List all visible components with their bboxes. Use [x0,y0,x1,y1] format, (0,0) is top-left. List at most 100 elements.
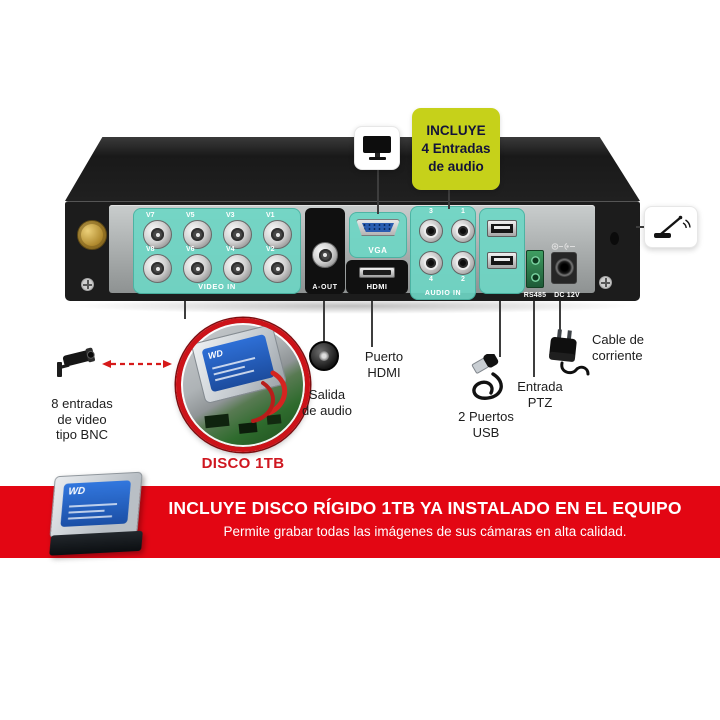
hdd-product-image: WD [45,469,152,576]
monitor-callout [354,126,400,170]
rca-audio-connector [419,219,443,243]
dvr-rear-panel: V7 V5 V3 V1 V8 V6 V4 V2 VIDEO IN A-OUT V… [65,201,640,301]
bnc-label-line2: de video [57,411,107,427]
audio-callout-line [448,190,450,209]
bnc-port-label: V4 [226,246,235,253]
power-polarity-icon [551,243,575,250]
vga-callout-line [377,170,379,214]
bnc-connector: V8 [143,246,172,283]
usb-label-line2: USB [472,424,500,440]
usb-cable-icon [471,354,503,400]
hdd-zoom-callout: WD [176,318,310,452]
dashed-arrow-icon [102,360,172,368]
antenna-icon [654,215,691,238]
hdd-sticker-line [68,509,105,514]
bnc-connector: V7 [143,212,172,249]
video-in-section: V7 V5 V3 V1 V8 V6 V4 V2 VIDEO IN [133,208,301,294]
ground-screw-icon [599,276,612,289]
audio-inputs-callout: INCLUYE 4 Entradas de audio [412,108,500,190]
bnc-port-label: V6 [186,246,195,253]
bnc-connector: V4 [223,246,252,283]
rca-audio-connector [451,251,475,275]
ptz-label-line2: PTZ [527,394,553,410]
cable-label-line1: Cable de [592,332,645,347]
vga-pins [362,223,394,232]
bnc-connector: V3 [223,212,252,249]
cable-label-line2: corriente [592,347,643,363]
audio-port-number: 2 [461,276,465,283]
bnc-label-line1: 8 entradas [51,396,113,411]
rs485-label: RS485 [523,292,547,299]
usb-port [487,220,517,237]
dvr-top-cover [65,137,640,201]
audio-port-number: 4 [429,276,433,283]
rca-audio-connector [419,251,443,275]
bnc-connector: V5 [183,212,212,249]
audio-callout-line2: 4 Entradas [421,141,491,156]
banner-subtitle: Permite grabar todas las imágenes de sus… [223,524,627,539]
hdmi-section: HDMI [346,260,408,294]
rca-audio-connector [451,219,475,243]
power-adapter-icon [549,329,590,376]
bnc-video-label: 8 entradas de video tipo BNC [30,396,134,443]
usb-callout-line [499,301,501,357]
monitor-screen [363,136,391,153]
brand-badge [77,220,107,250]
usb-label-line1: 2 Puertos [458,409,514,424]
puerto-hdmi-label: Puerto HDMI [352,349,416,380]
hdd-top-cover: WD [49,471,143,539]
salida-line1: Salida [308,387,346,402]
bnc-port-label: V5 [186,212,195,219]
video-in-label: VIDEO IN [198,282,236,291]
hdmi-port [359,267,395,278]
audio-in-label: AUDIO IN [424,290,462,297]
salida-line2: de audio [302,402,352,418]
cable-corriente-label: Cable de corriente [592,332,672,363]
bnc-port-label: V2 [266,246,275,253]
audio-port-number: 1 [461,208,465,215]
bnc-connector: V1 [263,212,292,249]
usb-section [479,208,525,294]
bnc-port-label: V3 [226,212,235,219]
ptz-label-line1: Entrada [517,379,563,394]
hdmi-callout-line [371,301,373,347]
audio-callout-line1: INCLUYE [426,123,486,138]
disco-1tb-label: DISCO 1TB [201,455,285,472]
audio-in-section: 3 1 4 2 AUDIO IN [410,206,476,300]
audio-out-label: A-OUT [312,284,338,291]
hdd-sticker-line [67,515,113,520]
hdmi-callout-line2: HDMI [367,364,401,380]
hdmi-callout-line1: Puerto [364,349,404,364]
monitor-base [368,157,386,160]
audio-out-callout-line [323,301,325,343]
hdd-brand-logo: WD [67,485,86,498]
device-shadow [70,298,635,314]
antenna-callout-line [636,226,646,228]
audio-callout-line3: de audio [428,159,484,174]
dc-power-jack [551,252,577,284]
bnc-port-label: V8 [146,246,155,253]
antenna-callout [644,206,698,248]
vga-port [356,219,400,236]
dc12v-label: DC 12V [554,292,580,299]
salida-audio-label: Salida de audio [296,387,358,418]
vga-section: VGA [349,212,407,258]
bnc-connector: V6 [183,246,212,283]
audio-out-bnc-connector [312,242,338,268]
hdd-callout-line [184,301,186,319]
rca-plug-icon [309,341,339,371]
monitor-icon [363,136,391,160]
usb-port [487,252,517,269]
bnc-connector: V2 [263,246,292,283]
audio-out-section: A-OUT [305,208,345,294]
monitor-neck [374,153,380,157]
hdd-sticker-line [69,503,118,508]
bnc-label-line3: tipo BNC [55,427,109,442]
hdmi-label: HDMI [366,282,388,291]
hdd-base [49,530,143,556]
usb-ports-label: 2 Puertos USB [450,409,522,440]
bnc-port-label: V7 [146,212,155,219]
hdd-sticker: WD [60,480,132,528]
banner-title: INCLUYE DISCO RÍGIDO 1TB YA INSTALADO EN… [168,498,682,518]
